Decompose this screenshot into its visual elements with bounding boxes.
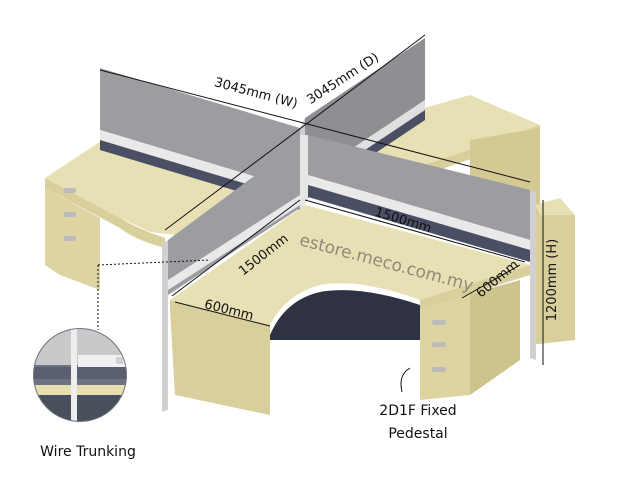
depth-panel-front	[162, 135, 308, 412]
dimension-lines	[97, 34, 544, 393]
height-dimension-label: 1200mm (H)	[545, 239, 560, 321]
pedestal-label-line1: 2D1F Fixed	[379, 403, 456, 419]
pedestal-label-line2: Pedestal	[388, 426, 447, 442]
front-desk	[170, 205, 530, 415]
back-panel-right	[308, 135, 536, 360]
front-pedestal	[420, 294, 470, 400]
wire-trunking-inset	[33, 328, 127, 422]
wire-trunking-label: Wire Trunking	[40, 444, 136, 460]
front-desk-leg	[170, 310, 270, 415]
right-end-desk	[530, 198, 575, 345]
